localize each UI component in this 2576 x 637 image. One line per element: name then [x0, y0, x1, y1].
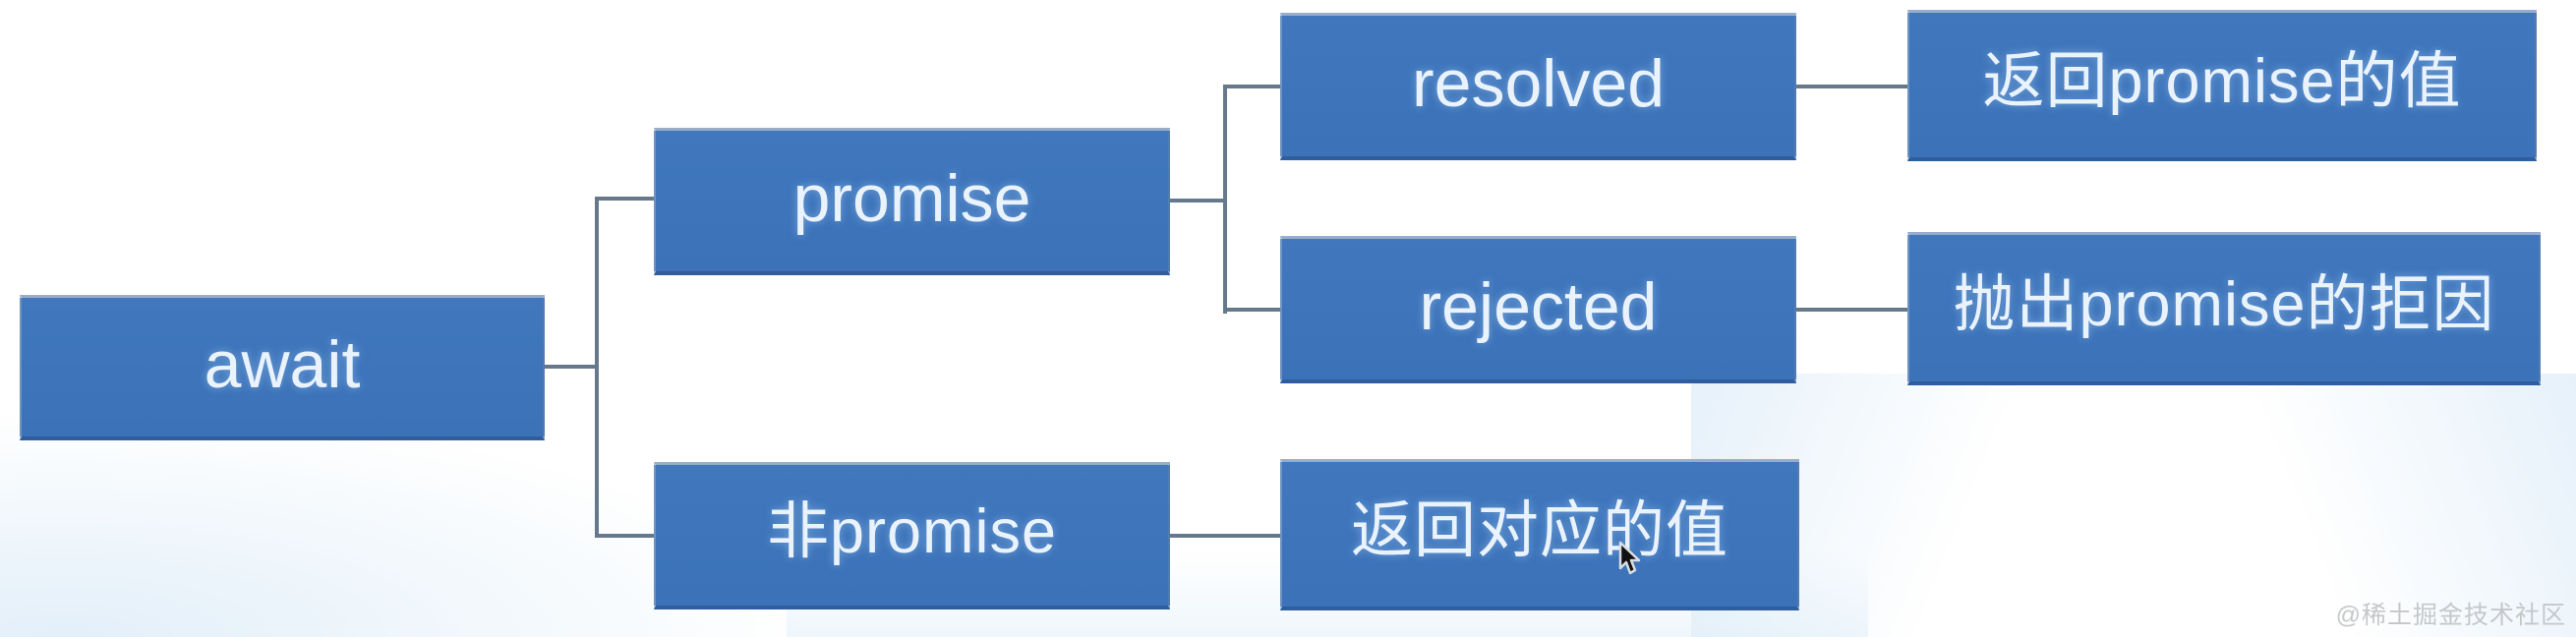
mouse-cursor-icon: [1618, 541, 1641, 575]
connector-promise-stub: [1170, 199, 1227, 203]
connector-promise-fork-vertical: [1223, 85, 1227, 314]
node-throw-promise-reason-label: 抛出promise的拒因: [1953, 270, 2495, 339]
node-non-promise: 非promise: [654, 462, 1170, 609]
connector-non-promise-to-return-value: [1170, 534, 1280, 538]
connector-promise-to-resolved: [1223, 85, 1280, 88]
node-resolved: resolved: [1280, 13, 1796, 160]
node-await-label: await: [204, 326, 361, 402]
connector-await-to-non-promise: [595, 534, 654, 538]
node-resolved-label: resolved: [1411, 45, 1666, 121]
node-rejected-label: rejected: [1419, 268, 1658, 344]
connector-resolved-to-return-value: [1796, 85, 1907, 88]
node-return-corresponding-value: 返回对应的值: [1280, 459, 1799, 610]
watermark-text: @稀土掘金技术社区: [2335, 602, 2566, 629]
node-non-promise-label: 非promise: [766, 497, 1058, 566]
node-return-promise-value: 返回promise的值: [1907, 10, 2537, 161]
connector-await-fork-vertical: [595, 197, 599, 538]
connector-await-stub: [543, 365, 598, 369]
connector-promise-to-rejected: [1223, 308, 1280, 312]
connector-rejected-to-throw-reason: [1796, 308, 1907, 312]
node-rejected: rejected: [1280, 236, 1796, 383]
node-await: await: [20, 295, 545, 440]
node-promise-label: promise: [792, 160, 1031, 236]
node-promise: promise: [654, 128, 1170, 275]
connector-await-to-promise: [595, 197, 654, 201]
node-throw-promise-reason: 抛出promise的拒因: [1907, 232, 2541, 385]
node-return-corresponding-value-label: 返回对应的值: [1351, 496, 1728, 565]
node-return-promise-value-label: 返回promise的值: [1982, 47, 2462, 116]
